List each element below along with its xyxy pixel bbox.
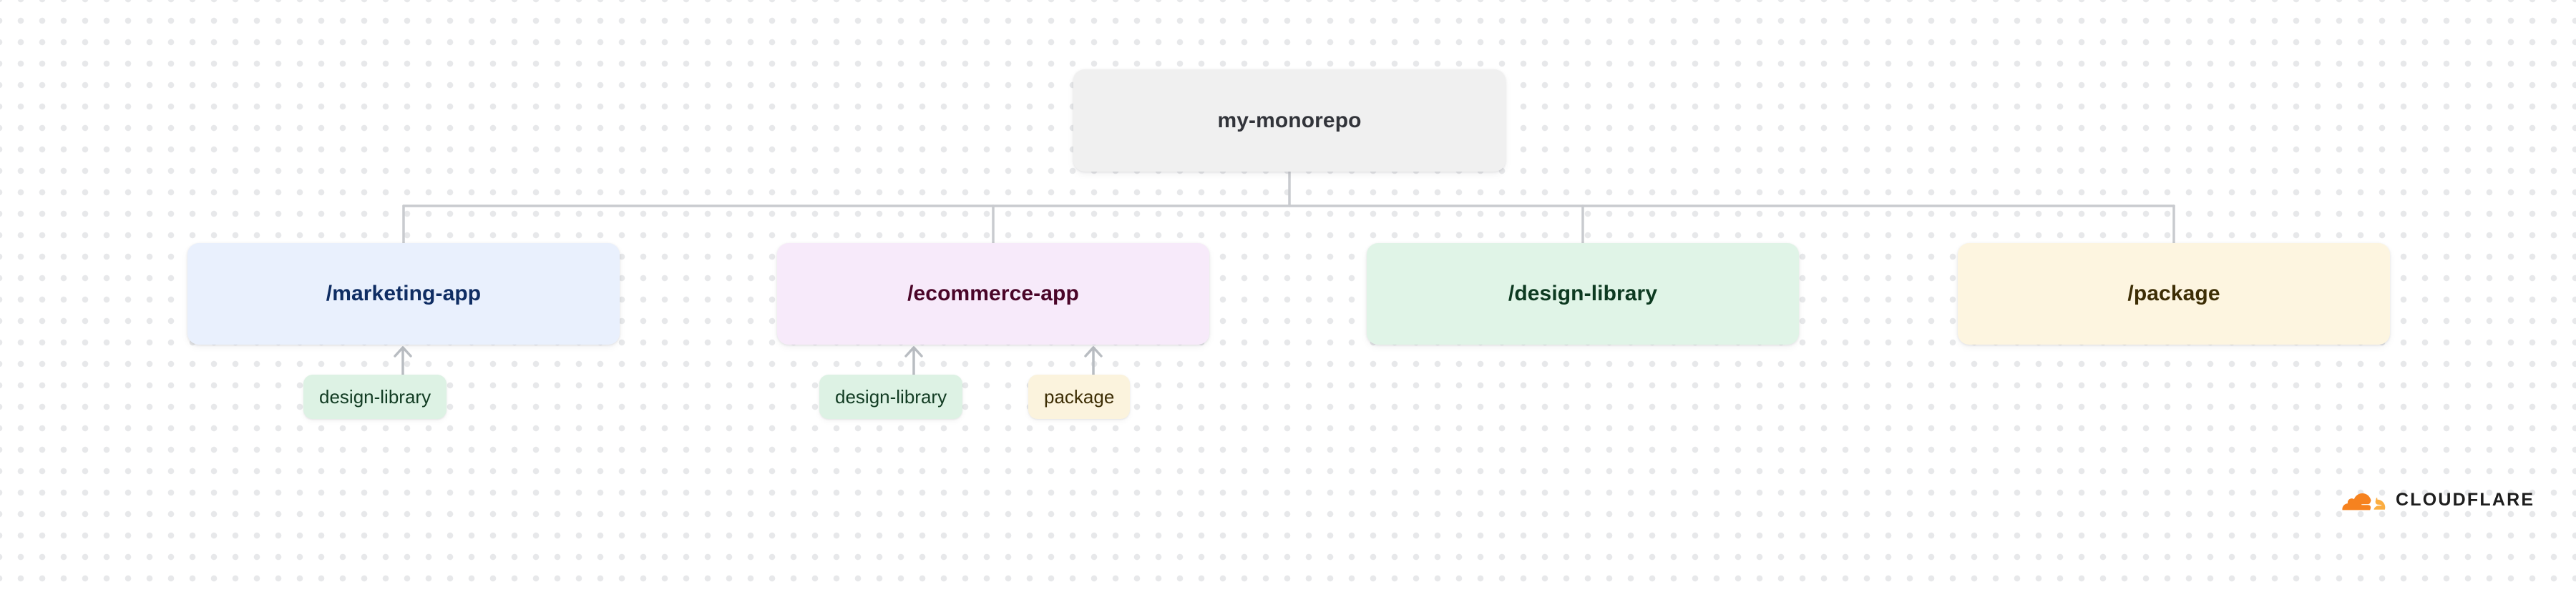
node-label-package: /package (2127, 282, 2220, 305)
cloudflare-logo: CLOUDFLARE (2341, 489, 2534, 510)
dependency-chip-label: package (1044, 385, 1115, 408)
node-label-root: my-monorepo (1217, 108, 1362, 132)
node-label-design-library: /design-library (1508, 282, 1658, 305)
arrowhead-pkg-ecommerce (1084, 346, 1103, 357)
dependency-chip-design-library-ecommerce[interactable]: design-library (819, 375, 963, 419)
dependency-chip-design-library-marketing[interactable]: design-library (303, 375, 447, 419)
node-design-library[interactable]: /design-library (1367, 243, 1799, 345)
dependency-chip-package-ecommerce[interactable]: package (1028, 375, 1131, 419)
node-label-ecommerce-app: /ecommerce-app (907, 282, 1079, 305)
node-package[interactable]: /package (1958, 243, 2390, 345)
cloudflare-wordmark: CLOUDFLARE (2396, 489, 2535, 510)
node-marketing-app[interactable]: /marketing-app (187, 243, 620, 345)
arrowhead-dl-marketing (394, 346, 412, 357)
dependency-chip-label: design-library (319, 385, 431, 408)
node-my-monorepo[interactable]: my-monorepo (1073, 69, 1506, 172)
cloudflare-cloud-icon (2342, 493, 2386, 510)
node-label-marketing-app: /marketing-app (326, 282, 482, 305)
arrowhead-dl-ecommerce (904, 346, 923, 357)
node-ecommerce-app[interactable]: /ecommerce-app (777, 243, 1209, 345)
dependency-chip-label: design-library (835, 385, 947, 408)
